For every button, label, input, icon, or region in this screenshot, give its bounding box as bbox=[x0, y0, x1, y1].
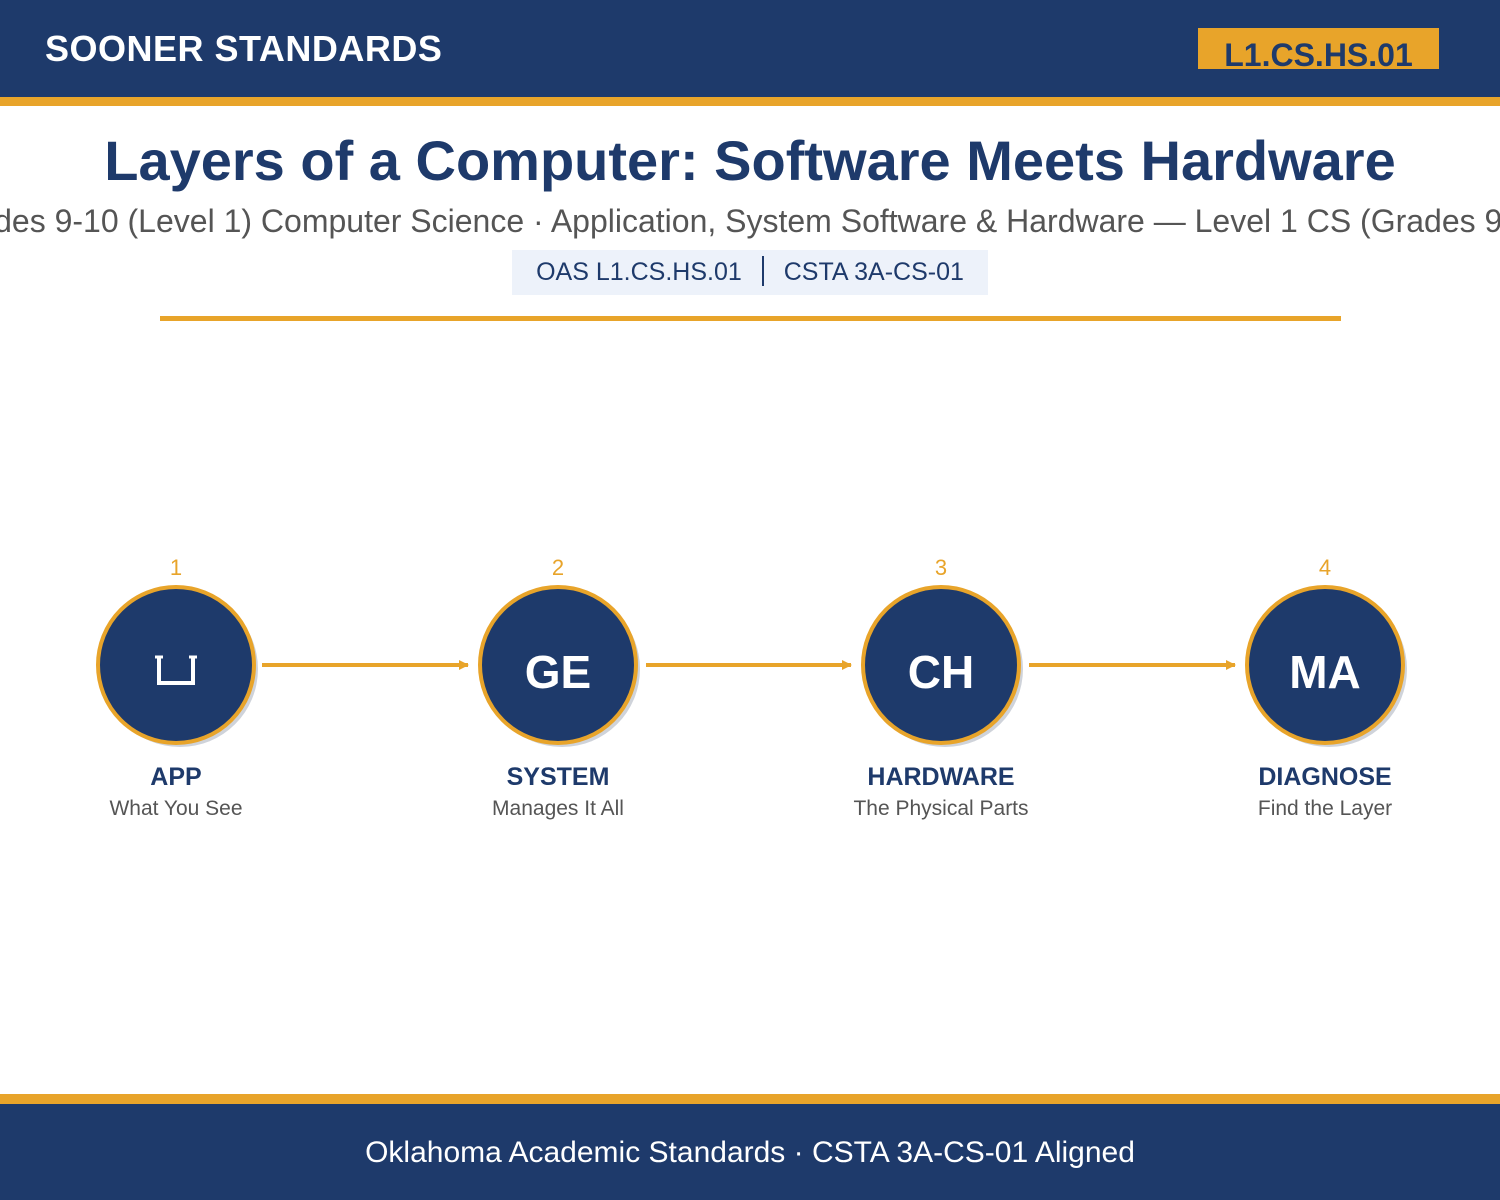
step-abbrev-2: GE bbox=[525, 646, 591, 698]
step-label-hardware: HARDWARE bbox=[867, 763, 1014, 791]
title-divider bbox=[160, 316, 1341, 321]
footer-text: Oklahoma Academic Standards · CSTA 3A-CS… bbox=[365, 1136, 1135, 1169]
app-window-icon bbox=[155, 655, 197, 685]
step-system: 2 GE SYSTEM Manages It All bbox=[478, 555, 640, 820]
step-label-app: APP bbox=[150, 763, 201, 791]
step-hardware: 3 CH HARDWARE The Physical Parts bbox=[853, 555, 1028, 820]
footer-stripe bbox=[0, 1094, 1500, 1104]
page-subtitle: Grades 9-10 (Level 1) Computer Science ·… bbox=[0, 203, 1500, 239]
csta-standard: CSTA 3A-CS-01 bbox=[783, 258, 964, 286]
standard-code-badge: L1.CS.HS.01 bbox=[1198, 28, 1439, 69]
step-desc-system: Manages It All bbox=[492, 797, 624, 820]
brand-name: SOONER STANDARDS bbox=[45, 28, 443, 69]
step-desc-diagnose: Find the Layer bbox=[1258, 797, 1392, 820]
step-desc-app: What You See bbox=[109, 797, 242, 820]
header-stripe bbox=[0, 97, 1500, 106]
step-diagnose: 4 MA DIAGNOSE Find the Layer bbox=[1245, 555, 1407, 820]
step-circle-4 bbox=[1245, 585, 1405, 745]
step-app: 1 APP What You See bbox=[96, 555, 258, 820]
oas-standard: OAS L1.CS.HS.01 bbox=[536, 258, 742, 286]
step-abbrev-3: CH bbox=[908, 646, 974, 698]
step-circle-2 bbox=[478, 585, 638, 745]
page-title: Layers of a Computer: Software Meets Har… bbox=[104, 129, 1396, 192]
step-number-2: 2 bbox=[552, 555, 564, 580]
step-abbrev-4: MA bbox=[1289, 646, 1361, 698]
footer-bar bbox=[0, 1104, 1500, 1200]
step-number-4: 4 bbox=[1319, 555, 1331, 580]
step-circle-1 bbox=[96, 585, 256, 745]
step-number-1: 1 bbox=[170, 555, 182, 580]
standards-box: OAS L1.CS.HS.01 CSTA 3A-CS-01 bbox=[512, 250, 988, 295]
step-number-3: 3 bbox=[935, 555, 947, 580]
step-label-system: SYSTEM bbox=[507, 763, 610, 791]
step-desc-hardware: The Physical Parts bbox=[853, 797, 1028, 820]
standards-separator bbox=[761, 256, 764, 287]
step-label-diagnose: DIAGNOSE bbox=[1258, 763, 1391, 791]
step-circle-3 bbox=[861, 585, 1021, 745]
